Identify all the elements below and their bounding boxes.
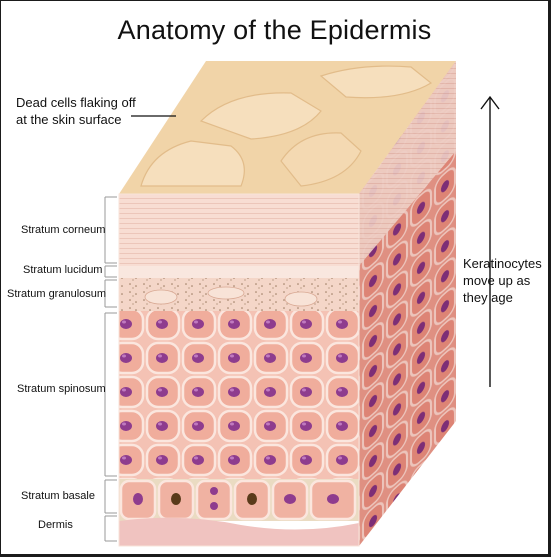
top-label-line-1: Dead cells flaking off bbox=[16, 95, 136, 110]
side-edge-shade bbox=[359, 61, 456, 546]
diagram-title: Anatomy of the Epidermis bbox=[117, 15, 432, 45]
flake-1 bbox=[140, 140, 245, 187]
front-edge-highlight bbox=[118, 193, 360, 547]
layer-label-dermis: Dermis bbox=[38, 519, 73, 531]
flake-3 bbox=[280, 132, 362, 187]
arrow-label-line-3: they age bbox=[463, 290, 513, 305]
flake-4 bbox=[319, 65, 433, 99]
front-corneum bbox=[119, 194, 359, 266]
side-corneum bbox=[359, 61, 456, 266]
layer-label-lucidum: Stratum lucidum bbox=[23, 264, 103, 276]
front-lucidum bbox=[119, 266, 359, 278]
arrow-label-line-1: Keratinocytes bbox=[463, 256, 542, 271]
front-spinosum bbox=[119, 311, 359, 479]
flake-2 bbox=[199, 92, 322, 140]
layer-label-spinosum: Stratum spinosum bbox=[17, 383, 106, 395]
layer-label-corneum: Stratum corneum bbox=[21, 224, 106, 236]
top-label: Dead cells flaking off at the skin surfa… bbox=[16, 94, 136, 128]
top-label-line-2: at the skin surface bbox=[16, 112, 122, 127]
arrow-label-line-2: move up as bbox=[463, 273, 531, 288]
layer-label-granulosum: Stratum granulosum bbox=[7, 288, 107, 300]
keratinocyte-arrow-head bbox=[480, 95, 500, 110]
arrow-label: Keratinocytes move up as they age bbox=[463, 255, 542, 306]
layer-label-basale: Stratum basale bbox=[21, 490, 95, 502]
front-dermis bbox=[119, 517, 359, 546]
layer-brackets bbox=[104, 196, 117, 542]
